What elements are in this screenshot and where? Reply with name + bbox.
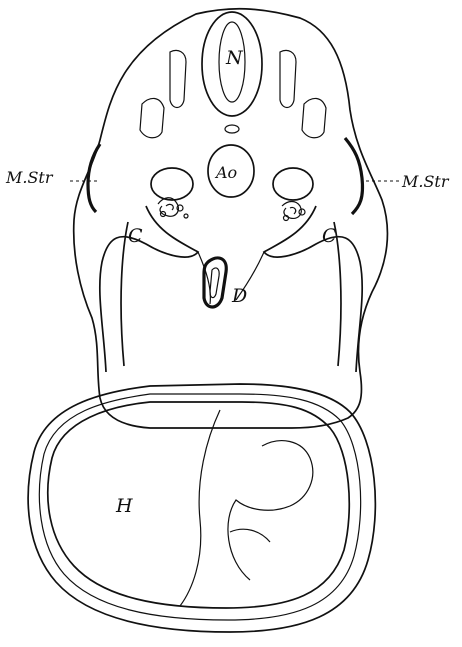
gut — [204, 258, 226, 307]
label-heart: H — [115, 495, 133, 517]
right-cardinal-vein — [273, 168, 313, 200]
label-gut: D — [231, 285, 247, 307]
label-left-coelom: C — [128, 225, 143, 247]
right-somite-inner — [302, 98, 326, 137]
heart-right-chamber — [228, 441, 313, 580]
label-aorta: Ao — [214, 163, 237, 182]
left-muscle-edge — [88, 144, 100, 212]
left-coelom-wall — [100, 206, 198, 372]
left-cardinal-vein — [151, 168, 193, 200]
heart-valve — [230, 529, 270, 542]
label-right-muscle: M.Str — [401, 172, 450, 191]
body-outline — [74, 9, 388, 428]
gut-lumen — [210, 268, 219, 298]
label-neural-tube: N — [225, 47, 244, 69]
left-tubule-a — [177, 205, 183, 211]
label-right-coelom: C — [322, 225, 337, 247]
right-somite-outer — [280, 50, 296, 107]
left-tubule-c — [184, 214, 188, 218]
heart-septum — [180, 410, 220, 606]
right-tubule-a — [299, 209, 305, 215]
left-somite-outer — [170, 50, 186, 107]
label-left-muscle: M.Str — [5, 168, 54, 187]
right-coelom-wall — [264, 206, 362, 372]
notochord — [225, 125, 239, 133]
left-somite-inner — [140, 98, 164, 137]
